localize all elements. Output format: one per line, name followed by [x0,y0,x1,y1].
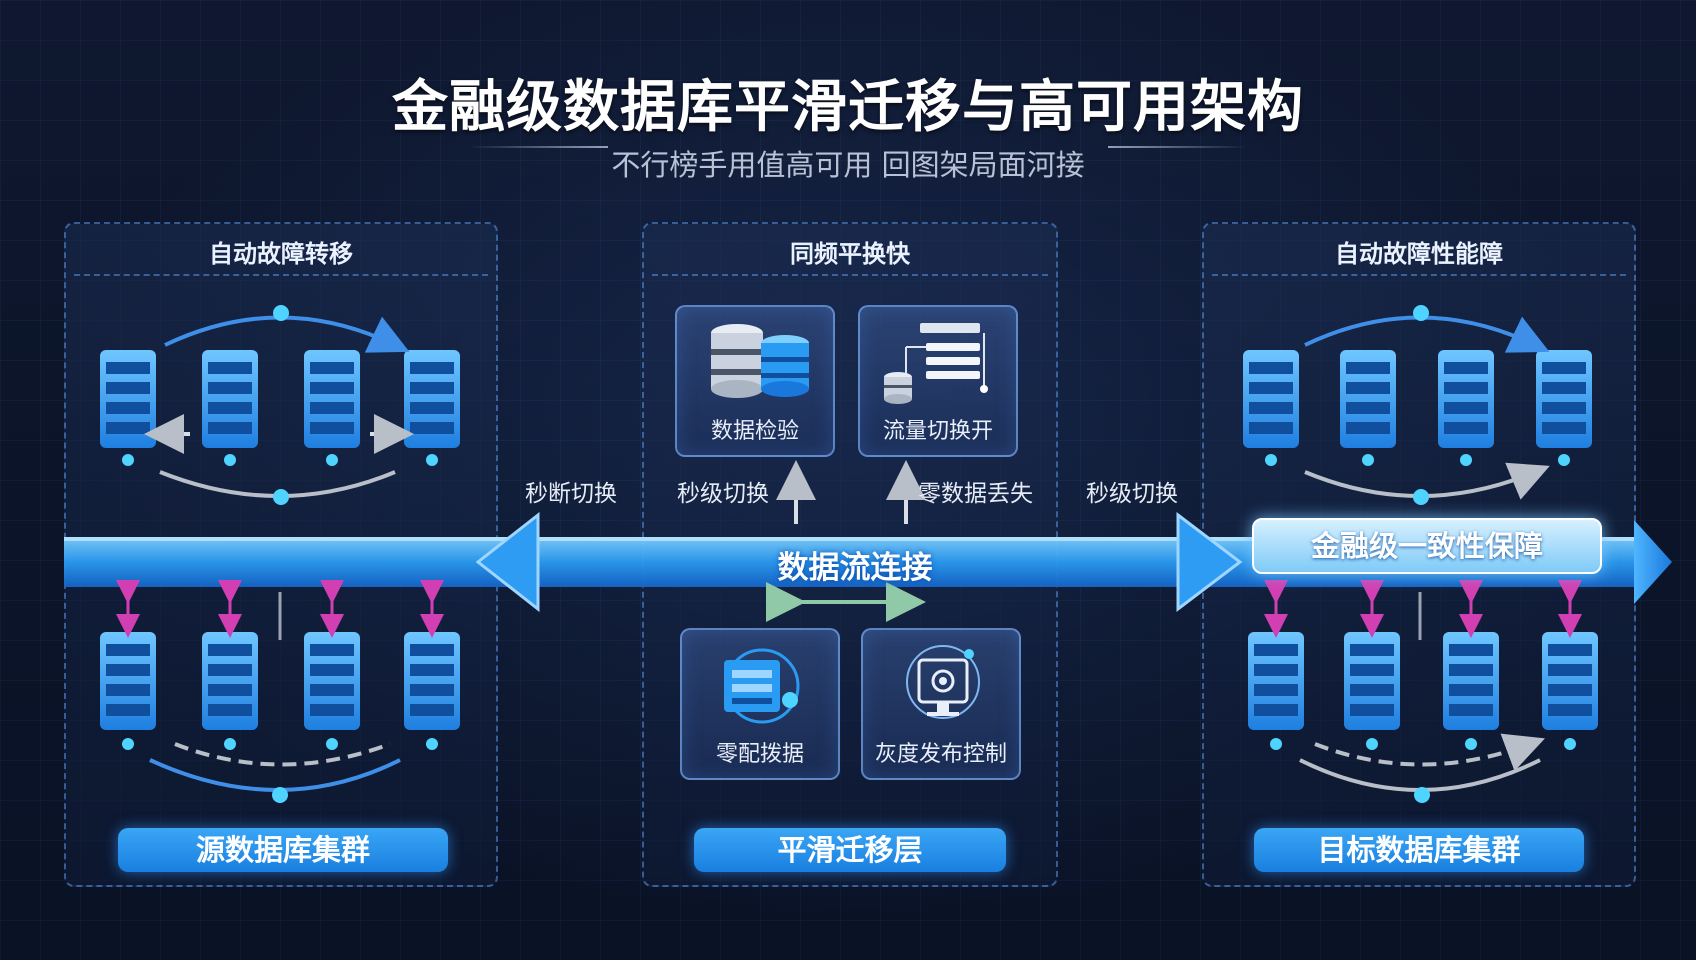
card-label: 灰度发布控制 [874,742,1007,767]
failover-arcs-left-bottom [149,742,401,803]
server-icon-group-right-top [1243,350,1592,466]
gray-release-card[interactable]: 灰度发布控制 [861,628,1021,780]
gray-release-icon [906,645,980,719]
sync-links-right [1264,580,1582,640]
server-icon-group-right-bottom [1248,632,1598,750]
mid-switch-label: 秒级切换 [677,481,769,507]
panel-divider [652,274,1048,276]
left-switch-label: 秒断切换 [525,481,617,507]
page-subtitle: 不行榜手用值高可用 回图架局面河接 [611,148,1085,182]
database-check-icon [711,324,809,398]
panel-title-right: 自动故障性能障 [1335,240,1503,268]
failover-arcs-right [1304,305,1550,505]
failover-arcs-right-bottom [1299,733,1545,803]
server-icon-group-left-bottom [100,632,460,750]
data-flow-label: 数据流连接 [777,550,933,586]
panel-divider [74,274,488,276]
middle-arrows [766,460,926,622]
zero-loss-label: 零数据丢失 [918,481,1033,507]
panel-title-middle: 同频平换快 [790,240,910,268]
panel-divider [1212,274,1626,276]
zero-data-card[interactable]: 零配拨据 [680,628,840,780]
page-title: 金融级数据库平滑迁移与高可用架构 [392,75,1304,140]
server-icon-group-left-top [100,350,460,466]
traffic-switch-icon [884,323,988,404]
consistency-guarantee-badge: 金融级一致性保障 [1252,518,1602,574]
card-label: 数据检验 [710,419,799,444]
traffic-switch-card[interactable]: 流量切换开 [858,305,1018,457]
subtitle-divider-right [1108,146,1248,148]
card-label: 零配拨据 [715,742,804,767]
subtitle-divider-left [468,146,608,148]
card-label: 流量切换开 [882,419,993,444]
migration-layer-label: 平滑迁移层 [694,828,1006,872]
source-cluster-label: 源数据库集群 [118,828,448,872]
target-cluster-label: 目标数据库集群 [1254,828,1584,872]
panel-title-left: 自动故障转移 [209,240,353,268]
zero-data-icon [724,648,800,724]
sync-links-left [116,580,444,640]
data-check-card[interactable]: 数据检验 [675,305,835,457]
failover-arcs-left [144,305,414,505]
right-switch-label: 秒级切换 [1086,481,1178,507]
